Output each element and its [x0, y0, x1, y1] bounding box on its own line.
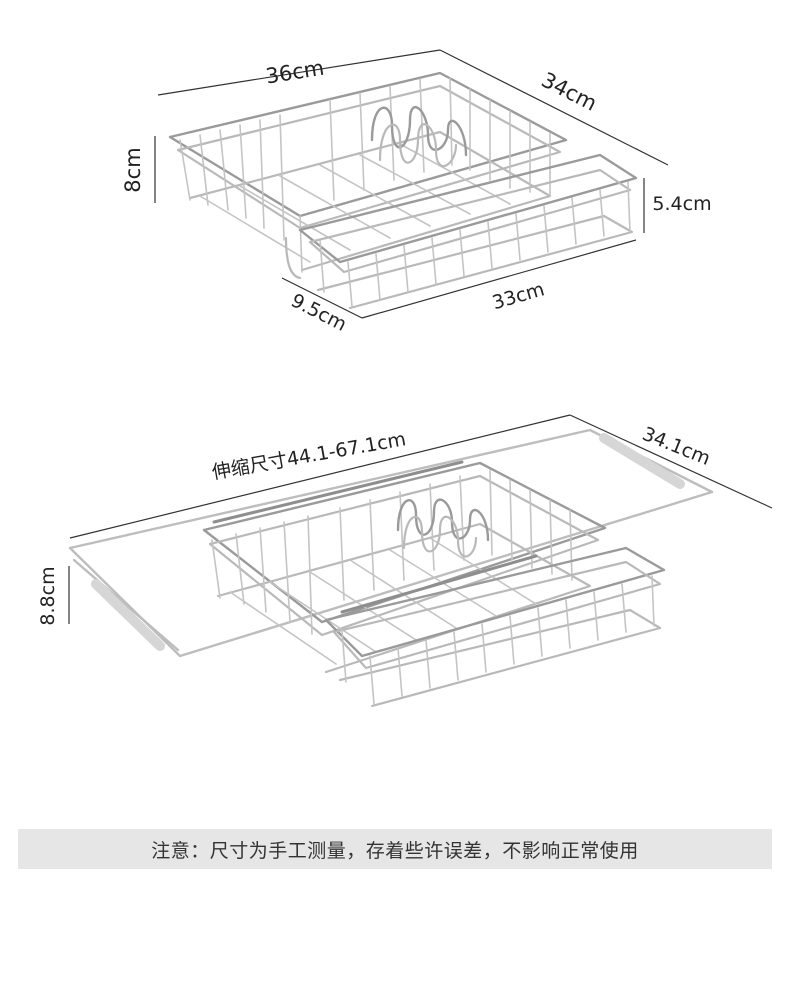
note-banner: 注意：尺寸为手工测量，存着些许误差，不影响正常使用 [18, 829, 772, 869]
dim-line-front-width-top [361, 239, 637, 319]
top-basket-illustration [154, 49, 669, 319]
label-extend-range: 伸缩尺寸44.1-67.1cm [210, 428, 407, 484]
label-height-top: 8cm [121, 147, 145, 192]
dim-line-front-depth-top [281, 277, 363, 319]
dim-line-depth-top [439, 49, 669, 166]
dim-line-width-top [157, 49, 441, 96]
dim-line-depth-bottom [569, 414, 773, 509]
label-side-height-top: 5.4cm [652, 193, 711, 215]
dim-line-extend [69, 414, 571, 539]
label-height-bottom: 8.8cm [37, 566, 59, 625]
bottom-basket-illustration [68, 414, 773, 708]
label-front-width-top: 33cm [490, 278, 547, 314]
label-width-top: 36cm [264, 56, 326, 89]
label-depth-top: 34cm [538, 68, 601, 116]
measurement-note: 注意：尺寸为手工测量，存着些许误差，不影响正常使用 [151, 839, 639, 862]
